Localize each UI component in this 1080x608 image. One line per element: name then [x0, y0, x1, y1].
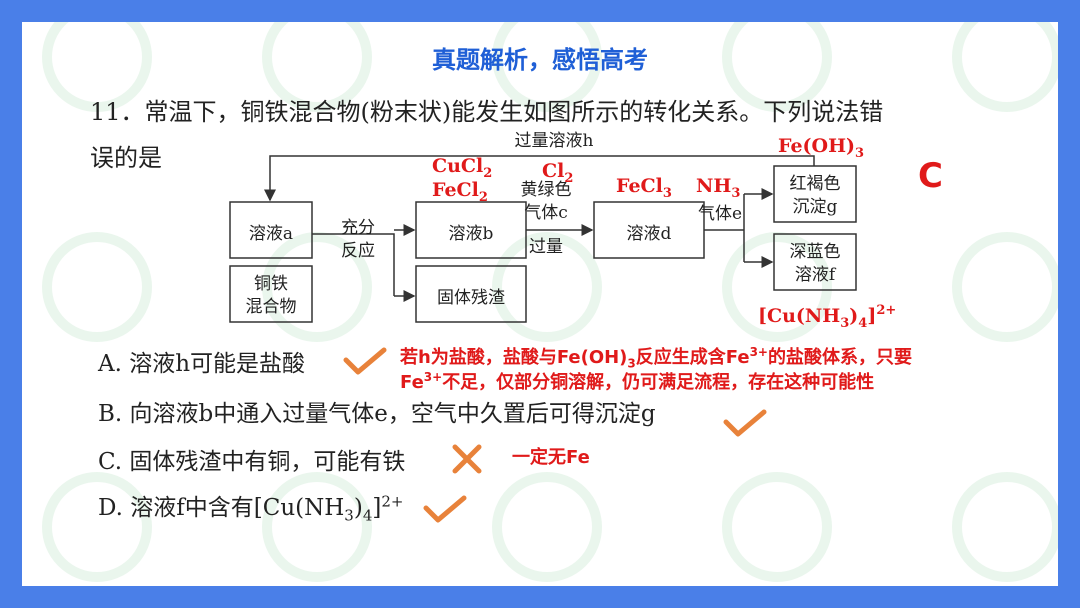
- box-f: [773, 233, 857, 291]
- watermark-ring: [42, 22, 152, 112]
- watermark-ring: [952, 22, 1058, 112]
- option-c: C. 固体残渣中有铜，可能有铁: [98, 449, 406, 475]
- watermark-ring: [262, 22, 372, 112]
- watermark-ring: [722, 472, 832, 582]
- label-b: 溶液b: [449, 224, 494, 244]
- note-a-line-1: 若h为盐酸，盐酸与Fe(OH)3反应生成含Fe3+的盐酸体系，只要: [400, 345, 912, 371]
- watermark-ring: [42, 472, 152, 582]
- check-icon: [423, 495, 467, 523]
- watermark-ring: [952, 232, 1058, 342]
- flow-diagram: 溶液a 铜铁 混合物 充分 反应 溶液b 固体残渣 黄绿色 气体c 过量 溶液d…: [229, 131, 896, 331]
- note-a-line-2: Fe3+不足，仅部分铜溶解，仍可满足流程，存在这种可能性: [400, 370, 875, 393]
- anno-cunh34: [Cu(NH3)4]2+: [758, 303, 896, 331]
- watermark-ring: [42, 232, 152, 342]
- label-residue: 固体残渣: [437, 288, 505, 308]
- check-icon: [343, 347, 387, 375]
- label-f-1: 深蓝色: [790, 242, 841, 262]
- label-g-2: 沉淀g: [793, 197, 838, 217]
- label-f-2: 溶液f: [795, 265, 837, 285]
- option-d: D. 溶液f中含有[Cu(NH3)4]2+: [98, 492, 404, 525]
- label-g-1: 红褐色: [790, 174, 841, 194]
- label-gas-c-3: 过量: [529, 237, 563, 257]
- box-g: [773, 165, 857, 223]
- option-b: B. 向溶液b中通入过量气体e，空气中久置后可得沉淀g: [98, 401, 656, 427]
- anno-feoh3: Fe(OH)3: [778, 135, 864, 161]
- option-a: A. 溶液h可能是盐酸: [98, 351, 306, 377]
- reflux-arrow: [264, 155, 815, 202]
- label-cond-2: 反应: [341, 241, 375, 261]
- watermark-ring: [262, 472, 372, 582]
- watermark-ring: [492, 232, 602, 342]
- watermark-ring: [492, 22, 602, 112]
- anno-nh3: NH3: [696, 175, 740, 201]
- anno-fecl2: FeCl2: [432, 179, 488, 205]
- watermark-ring: [492, 472, 602, 582]
- slide: 真题解析，感悟高考 11．常温下，铜铁混合物(粉末状)能发生如图所示的转化关系。…: [22, 22, 1058, 586]
- check-icon: [723, 409, 767, 437]
- anno-cucl2: CuCl2: [432, 155, 492, 181]
- label-gas-c-2: 气体c: [524, 203, 568, 223]
- anno-fecl3: FeCl3: [616, 175, 672, 201]
- question-line-1: 11．常温下，铜铁混合物(粉末状)能发生如图所示的转化关系。下列说法错: [90, 98, 884, 126]
- cross-icon: [452, 444, 482, 474]
- question-line-2: 误的是: [90, 144, 162, 172]
- box-a: [229, 201, 313, 259]
- label-gas-e: 气体e: [698, 204, 742, 224]
- answer-label: C: [918, 156, 943, 196]
- label-mix-2: 混合物: [246, 297, 297, 317]
- page-title: 真题解析，感悟高考: [432, 46, 648, 74]
- watermark-ring: [722, 22, 832, 112]
- watermark-ring: [262, 232, 372, 342]
- label-a: 溶液a: [249, 224, 293, 244]
- watermark-ring: [952, 472, 1058, 582]
- label-gas-c-1: 黄绿色: [521, 180, 572, 200]
- label-cond-1: 充分: [341, 218, 375, 238]
- box-residue: [415, 265, 527, 323]
- label-d: 溶液d: [627, 224, 672, 244]
- note-c: 一定无Fe: [512, 447, 590, 468]
- box-mix: [229, 265, 313, 323]
- watermark-ring: [722, 232, 832, 342]
- label-reflux: 过量溶液h: [515, 131, 594, 151]
- label-mix-1: 铜铁: [254, 274, 288, 294]
